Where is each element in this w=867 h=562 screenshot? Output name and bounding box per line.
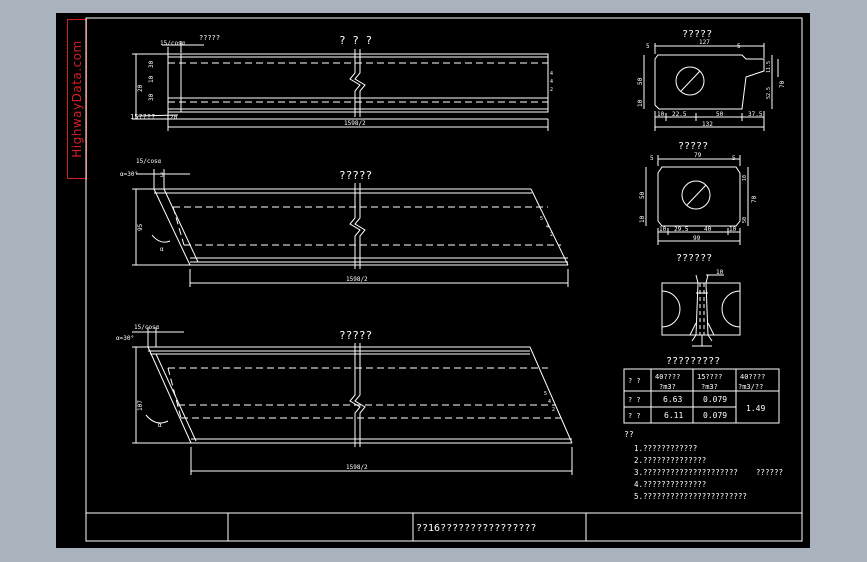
section1-bottom-dim-4: 37.5: [748, 111, 763, 118]
bottom-height: 107: [137, 400, 144, 411]
middle-view-title: ?????: [339, 169, 372, 182]
joint-detail: ?????? 10: [661, 253, 741, 347]
plan-vdim-1: 20: [137, 84, 144, 92]
plan-vdim-2: 30: [148, 60, 155, 68]
table-cell-r1c1: ? ?: [628, 396, 641, 404]
section1-left-dim-2: 10: [637, 99, 644, 107]
table-header-3: 15???? ?m3?: [697, 373, 722, 391]
section2-bottom-dim-4: 10: [729, 226, 737, 233]
table-header-3-line-2: ?m3?: [701, 383, 718, 391]
quantity-table: ????????? ? ? 40???? ?m3? 15???? ?m3? 40??…: [623, 356, 780, 424]
middle-length: 1598/2: [346, 276, 368, 283]
section2-small-right: 5: [732, 155, 736, 162]
section1-left-dim-1: 50: [637, 77, 644, 85]
bottom-skew-view: ?????: [116, 324, 573, 475]
middle-angle-mark: α: [160, 246, 164, 253]
bottom-mark-1: 5: [544, 391, 547, 397]
section2-overall: 99: [693, 235, 701, 242]
bottom-view-title: ?????: [339, 329, 372, 342]
plan-view: ? ? ?: [130, 34, 553, 131]
cross-section-edge: ????? 127 5 5 10: [637, 29, 786, 131]
table-merged-cell: 1.49: [746, 404, 765, 413]
section2-left-dim-1: 50: [639, 191, 646, 199]
bottom-angle: α=30°: [116, 335, 134, 342]
section1-small-right: 5: [737, 43, 741, 50]
plan-view-title: ? ? ?: [339, 34, 372, 47]
section2-right-dim-3: 50: [742, 217, 748, 223]
note-2: 2.??????????????: [634, 456, 706, 465]
middle-mark-1: 5: [540, 216, 543, 222]
plan-leader: ?????: [199, 34, 220, 42]
section2-top-dim: 79: [694, 152, 702, 159]
plan-length: 1598/2: [344, 120, 366, 127]
table-header-2: 40???? ?m3?: [655, 373, 680, 391]
bottom-dim-top: 15/cosα: [134, 324, 160, 331]
section2-bottom-dim-1: 10: [659, 226, 667, 233]
drawing-border: [85, 17, 803, 542]
table-header-1: ? ?: [628, 377, 641, 385]
table-title: ?????????: [666, 356, 720, 367]
section1-bottom-dim-2: 22.5: [672, 111, 687, 118]
section2-right-dim-1: 10: [742, 175, 748, 181]
table-cell-r2c3: 0.079: [703, 411, 727, 420]
section2-small-left: 5: [650, 155, 654, 162]
middle-height: 95: [137, 223, 144, 231]
section2-right-dim-2: 70: [751, 195, 758, 203]
section1-bottom-dim-3: 50: [716, 111, 724, 118]
table-cell-r2c1: ? ?: [628, 412, 641, 420]
plan-mark-1: 4: [550, 71, 553, 77]
bottom-length: 1598/2: [346, 464, 368, 471]
bottom-mark-2: 4: [548, 399, 551, 405]
section1-right-dim-1: 11.5: [766, 61, 772, 73]
section1-small-left: 5: [646, 43, 650, 50]
section2-bottom-dim-3: 40: [704, 226, 712, 233]
table-header-2-line-1: 40????: [655, 373, 680, 381]
table-header-4-line-1: 40????: [740, 373, 765, 381]
notes: ?? 1.???????????? 2.?????????????? 3.???…: [624, 430, 783, 501]
table-header-4: 40???? ?m3/??: [738, 373, 765, 391]
notes-heading: ??: [624, 430, 634, 439]
section2-title: ?????: [678, 141, 708, 152]
section2-left-dim-2: 10: [639, 215, 646, 223]
table-cell-r1c3: 0.079: [703, 395, 727, 404]
drawing-title: ??16????????????????: [416, 523, 536, 534]
drawing-sheet: HighwayData.com ??16???????????????? ? ?…: [56, 13, 810, 548]
middle-mark-3: 2: [550, 232, 553, 238]
note-4: 4.??????????????: [634, 480, 706, 489]
section3-dim: 10: [716, 269, 724, 276]
table-header-2-line-2: ?m3?: [659, 383, 676, 391]
table-header-4-line-2: ?m3/??: [738, 383, 763, 391]
table-cell-r2c2: 6.11: [664, 411, 683, 420]
table-header-3-line-1: 15????: [697, 373, 722, 381]
middle-angle: α=30°: [120, 171, 138, 178]
plan-mark-3: 2: [550, 87, 553, 93]
cad-drawing: ??16???????????????? ? ? ?: [85, 17, 803, 542]
section1-right-dim-3: 70: [779, 80, 786, 88]
plan-left-dim: 20: [170, 114, 178, 121]
middle-mark-2: 4: [546, 224, 549, 230]
section2-bottom-dim-2: 29.5: [674, 226, 689, 233]
bottom-mark-3: 2: [552, 407, 555, 413]
note-1: 1.????????????: [634, 444, 697, 453]
table-cell-r1c2: 6.63: [663, 395, 682, 404]
note-5: 5.???????????????????????: [634, 492, 747, 501]
plan-mark-2: 4: [550, 79, 553, 85]
cross-section-middle: ????? 79 5 5 10 29.5 40: [639, 141, 758, 245]
middle-dim-top: 15/cosα: [136, 158, 162, 165]
section1-title: ?????: [682, 29, 712, 40]
middle-small-dim: 3: [160, 172, 164, 179]
section1-right-dim-2: 52.5: [766, 87, 772, 99]
section1-top-dim: 127: [699, 39, 710, 46]
middle-skew-view: ?????: [120, 158, 569, 287]
plan-vdim-3: 30: [148, 93, 155, 101]
section1-bottom-dim-1: 10: [657, 111, 665, 118]
section3-title: ??????: [676, 253, 712, 264]
note-3: 3.????????????????????? ??????: [634, 468, 783, 477]
plan-vdim-4: 10: [148, 75, 155, 83]
plan-dim-top: 15/cosα: [160, 40, 186, 47]
plan-left-note: 15????: [130, 113, 155, 121]
bottom-angle-mark: α: [158, 422, 162, 429]
section1-overall: 132: [702, 121, 713, 128]
